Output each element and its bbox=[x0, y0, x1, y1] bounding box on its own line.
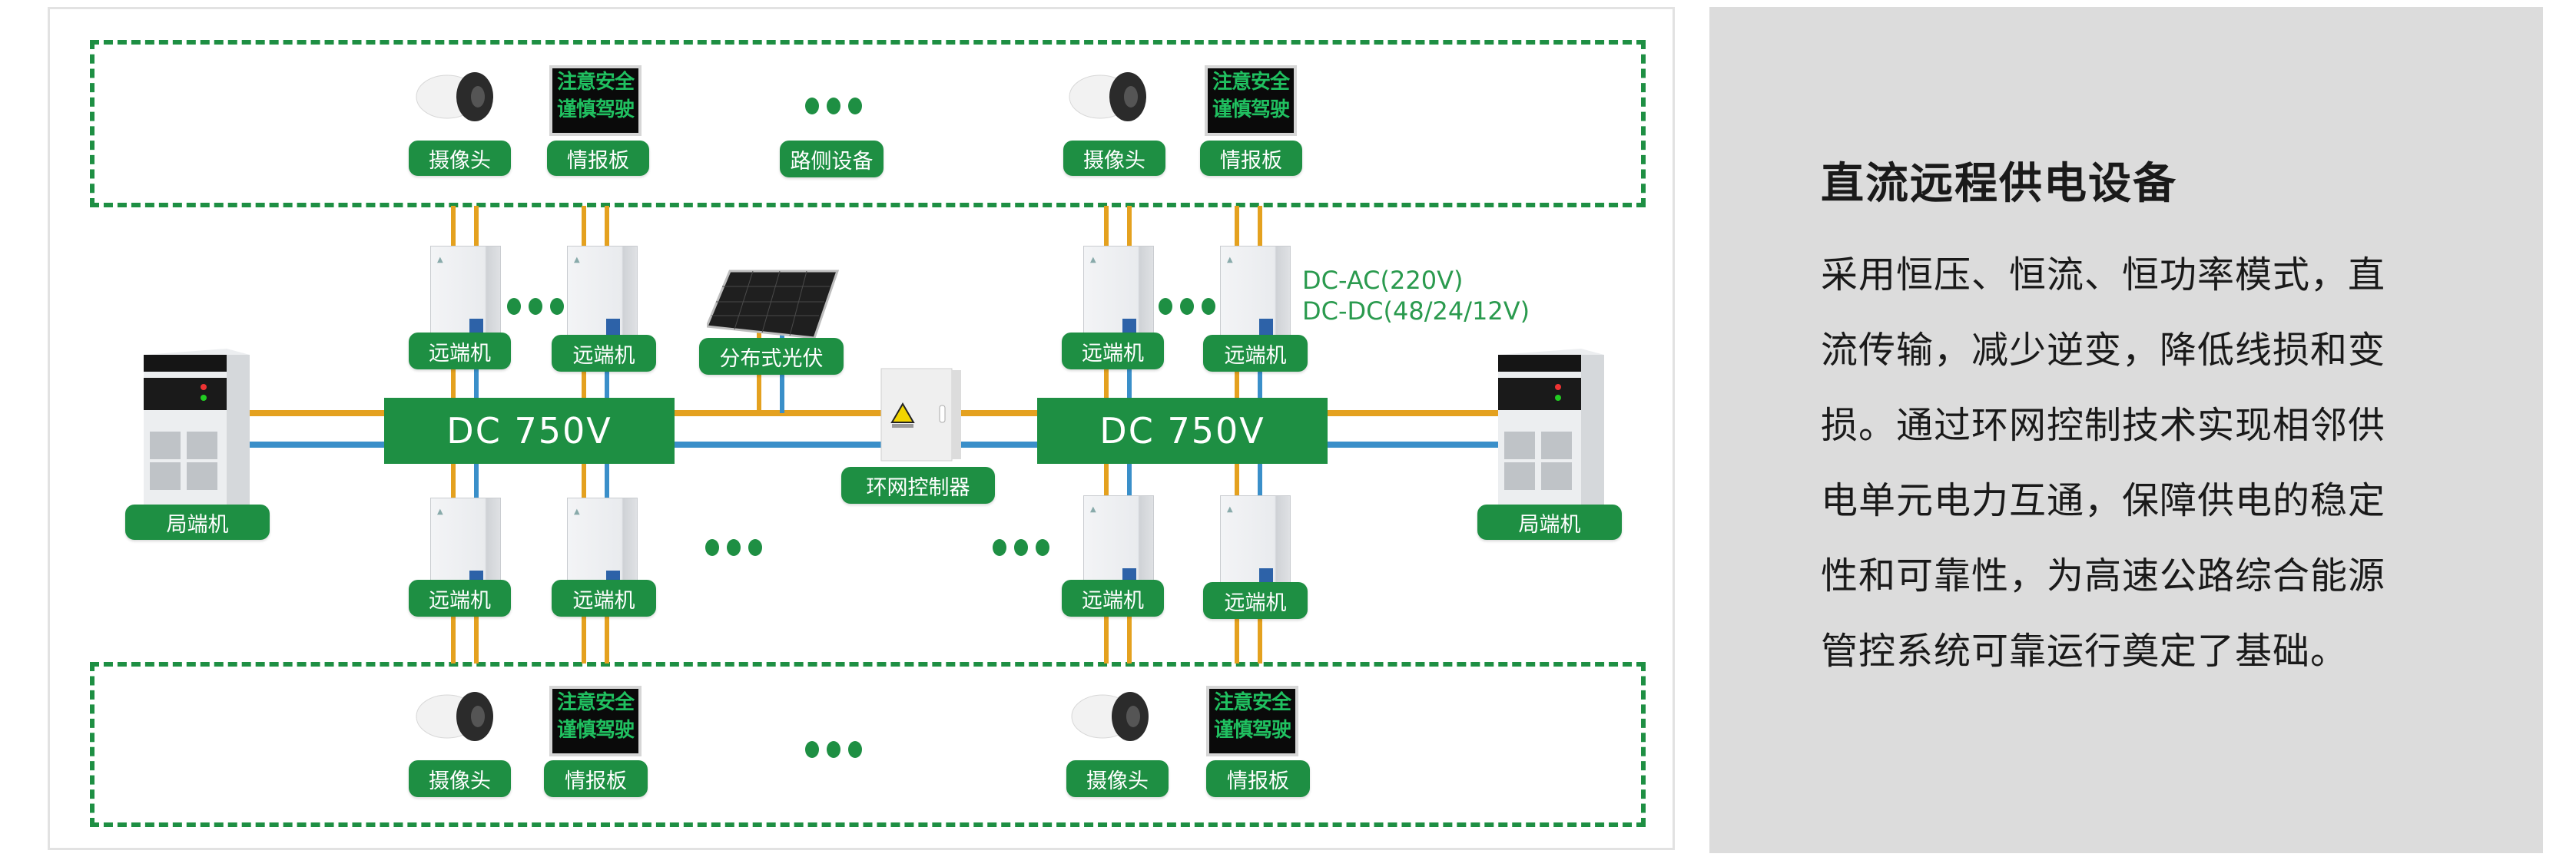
remote-unit-label: 远端机 bbox=[552, 580, 656, 617]
camera-icon bbox=[1071, 692, 1149, 741]
output-voltage-note: DC-AC(220V) DC-DC(48/24/12V) bbox=[1302, 266, 1530, 326]
top-roadside-zone bbox=[90, 40, 1646, 207]
remote-unit-label: 远端机 bbox=[409, 580, 511, 617]
info-board-icon: 注意安全谨慎驾驶 bbox=[549, 65, 642, 136]
negative-line-right bbox=[1328, 442, 1500, 448]
panel-title: 直流远程供电设备 bbox=[1821, 159, 2177, 209]
feeder-line bbox=[474, 206, 479, 249]
feeder-line bbox=[1258, 206, 1262, 249]
roadside-device-label: 路侧设备 bbox=[780, 141, 884, 177]
feeder-line bbox=[474, 463, 479, 501]
camera-icon bbox=[416, 72, 493, 121]
feeder-line bbox=[1104, 463, 1109, 501]
feeder-line bbox=[1104, 614, 1109, 663]
feeder-line bbox=[605, 369, 609, 399]
feeder-line bbox=[474, 614, 479, 663]
info-board-label: 情报板 bbox=[1206, 760, 1310, 797]
panel-description: 采用恒压、恒流、恒功率模式，直 流传输，减少逆变，降低线损和变 损。通过环网控制… bbox=[1821, 237, 2482, 689]
bottom-roadside-zone bbox=[90, 662, 1646, 827]
feeder-line bbox=[1235, 369, 1239, 399]
info-board-icon: 注意安全谨慎驾驶 bbox=[549, 686, 642, 756]
info-board-label: 情报板 bbox=[544, 760, 648, 797]
feeder-line bbox=[582, 206, 586, 249]
remote-unit-label: 远端机 bbox=[1062, 580, 1164, 617]
dc-bus-right: DC 750V bbox=[1037, 398, 1328, 464]
ring-controller-icon bbox=[880, 368, 961, 462]
feeder-line bbox=[451, 463, 456, 501]
feeder-line bbox=[1127, 206, 1132, 249]
feeder-line bbox=[1258, 614, 1262, 663]
solar-pv-label: 分布式光伏 bbox=[699, 338, 844, 375]
feeder-line bbox=[1235, 614, 1239, 663]
feeder-line bbox=[474, 369, 479, 399]
camera-label: 摄像头 bbox=[1063, 141, 1165, 176]
feeder-line bbox=[451, 369, 456, 399]
remote-unit-label: 远端机 bbox=[552, 335, 656, 372]
negative-line-left bbox=[250, 442, 388, 448]
feeder-line bbox=[1127, 463, 1132, 501]
ring-controller-label: 环网控制器 bbox=[841, 467, 995, 504]
feeder-line bbox=[1235, 463, 1239, 501]
feeder-line bbox=[1104, 206, 1109, 249]
feeder-line bbox=[1127, 369, 1132, 399]
central-unit-icon bbox=[144, 349, 250, 508]
description-line: 性和可靠性，为高速公路综合能源 bbox=[1821, 554, 2386, 597]
info-board-icon: 注意安全谨慎驾驶 bbox=[1206, 686, 1298, 756]
central-unit-icon bbox=[1498, 349, 1604, 508]
info-board-label: 情报板 bbox=[1200, 141, 1302, 176]
feeder-line bbox=[1104, 369, 1109, 399]
camera-icon bbox=[1069, 72, 1146, 121]
camera-label: 摄像头 bbox=[409, 760, 511, 797]
feeder-line bbox=[1127, 614, 1132, 663]
more-remotes-ellipsis bbox=[1159, 298, 1215, 315]
remote-unit-label: 远端机 bbox=[1062, 333, 1164, 369]
dc-bus-left: DC 750V bbox=[384, 398, 675, 464]
feeder-line bbox=[451, 614, 456, 663]
central-unit-label: 局端机 bbox=[125, 505, 270, 540]
more-devices-ellipsis bbox=[805, 741, 862, 758]
solar-panel-icon bbox=[707, 270, 840, 338]
remote-unit-label: 远端机 bbox=[409, 333, 511, 369]
description-line: 管控系统可靠运行奠定了基础。 bbox=[1821, 630, 2349, 673]
camera-icon bbox=[416, 692, 493, 741]
description-line: 电单元电力互通，保障供电的稳定 bbox=[1821, 479, 2386, 522]
feeder-line bbox=[1258, 369, 1262, 399]
positive-line-mid bbox=[675, 410, 1039, 416]
feeder-line bbox=[605, 206, 609, 249]
central-unit-label: 局端机 bbox=[1477, 505, 1622, 540]
camera-label: 摄像头 bbox=[409, 141, 511, 176]
description-panel: 直流远程供电设备 采用恒压、恒流、恒功率模式，直 流传输，减少逆变，降低线损和变… bbox=[1709, 7, 2543, 853]
positive-line-left bbox=[250, 410, 388, 416]
feeder-line bbox=[1258, 463, 1262, 501]
remote-unit-label: 远端机 bbox=[1203, 582, 1308, 619]
info-board-icon: 注意安全谨慎驾驶 bbox=[1205, 65, 1297, 136]
more-remotes-ellipsis bbox=[705, 539, 762, 556]
feeder-line bbox=[605, 614, 609, 663]
positive-line-right bbox=[1328, 410, 1500, 416]
more-remotes-ellipsis bbox=[993, 539, 1049, 556]
description-line: 流传输，减少逆变，降低线损和变 bbox=[1821, 329, 2386, 372]
negative-line-mid bbox=[675, 442, 1039, 448]
camera-label: 摄像头 bbox=[1066, 760, 1169, 797]
feeder-line bbox=[582, 463, 586, 501]
more-remotes-ellipsis bbox=[507, 298, 564, 315]
feeder-line bbox=[605, 463, 609, 501]
feeder-line bbox=[451, 206, 456, 249]
description-line: 损。通过环网控制技术实现相邻供 bbox=[1821, 404, 2386, 447]
description-line: 采用恒压、恒流、恒功率模式，直 bbox=[1821, 253, 2386, 296]
remote-unit-label: 远端机 bbox=[1203, 335, 1308, 372]
feeder-line bbox=[582, 614, 586, 663]
info-board-label: 情报板 bbox=[547, 141, 649, 176]
feeder-line bbox=[1235, 206, 1239, 249]
feeder-line bbox=[582, 369, 586, 399]
more-devices-ellipsis bbox=[805, 98, 862, 114]
